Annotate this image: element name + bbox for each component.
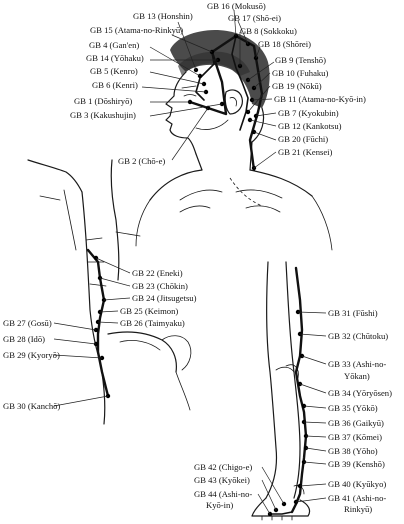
label-gb20: GB 20 (Fūchi) — [278, 134, 328, 144]
label-gb40: GB 40 (Kyūkyo) — [328, 479, 386, 489]
label-gb4: GB 4 (Gan'en) — [89, 40, 139, 50]
label-gb44-line1: GB 44 (Ashi-no- — [194, 489, 252, 499]
label-gb44-line2: Kyō-in) — [206, 500, 233, 510]
label-gb41-line1: GB 41 (Ashi-no- — [328, 493, 386, 503]
label-gb34: GB 34 (Yōryōsen) — [328, 388, 392, 398]
label-gb26: GB 26 (Taimyaku) — [120, 318, 185, 328]
label-gb11: GB 11 (Atama-no-Kyō-in) — [274, 94, 366, 104]
label-gb19: GB 19 (Nōkū) — [272, 81, 322, 91]
label-gb32: GB 32 (Chūtoku) — [328, 331, 388, 341]
label-gb33-line2: Yōkan) — [344, 371, 370, 381]
label-gb22: GB 22 (Eneki) — [132, 268, 183, 278]
label-gb5: GB 5 (Kenro) — [90, 66, 138, 76]
label-gb33-line1: GB 33 (Ashi-no- — [328, 359, 386, 369]
label-gb1: GB 1 (Dōshiryō) — [74, 96, 132, 106]
label-gb43: GB 43 (Kyōkei) — [194, 475, 250, 485]
label-gb30: GB 30 (Kanchō) — [3, 401, 60, 411]
label-gb29: GB 29 (Kyoryō) — [3, 350, 60, 360]
label-gb36: GB 36 (Gaikyū) — [328, 418, 384, 428]
label-gb21: GB 21 (Kensei) — [278, 147, 333, 157]
label-gb27: GB 27 (Gosū) — [3, 318, 52, 328]
label-gb9: GB 9 (Tenshō) — [275, 55, 326, 65]
label-gb13: GB 13 (Honshin) — [133, 11, 193, 21]
label-gb37: GB 37 (Kōmei) — [328, 432, 382, 442]
gallbladder-meridian-lines — [86, 34, 308, 515]
acupoint-labels: GB 13 (Honshin) GB 15 (Atama-no-Rinkyū) … — [3, 1, 392, 514]
leg-illustration — [251, 261, 311, 521]
label-gb16: GB 16 (Mokusō) — [207, 1, 266, 11]
label-gb25: GB 25 (Keimon) — [120, 306, 178, 316]
label-gb6: GB 6 (Kenri) — [92, 80, 138, 90]
label-gb31: GB 31 (Fūshi) — [328, 308, 378, 318]
label-gb2: GB 2 (Chō-e) — [118, 156, 165, 166]
label-gb18: GB 18 (Shōrei) — [258, 39, 311, 49]
label-gb23: GB 23 (Chōkin) — [132, 281, 188, 291]
label-gb8: GB 8 (Sokkoku) — [240, 26, 297, 36]
label-gb15: GB 15 (Atama-no-Rinkyū) — [90, 25, 183, 35]
label-gb24: GB 24 (Jitsugetsu) — [132, 293, 197, 303]
upper-torso-illustration — [135, 169, 333, 251]
label-gb35: GB 35 (Yōkō) — [328, 403, 378, 413]
label-gb41-line2: Rinkyū) — [344, 504, 372, 514]
label-gb10: GB 10 (Fuhaku) — [272, 68, 328, 78]
label-gb12: GB 12 (Kankotsu) — [278, 121, 342, 131]
label-gb7: GB 7 (Kyokubin) — [278, 108, 339, 118]
label-gb39: GB 39 (Kenshō) — [328, 459, 385, 469]
head-illustration — [165, 30, 270, 171]
label-gb17: GB 17 (Shō-ei) — [228, 13, 281, 23]
label-gb38: GB 38 (Yōho) — [328, 446, 378, 456]
label-gb3: GB 3 (Kakushujin) — [70, 110, 136, 120]
label-gb14: GB 14 (Yōhaku) — [86, 53, 144, 63]
label-gb42: GB 42 (Chigo-e) — [194, 462, 252, 472]
side-torso-illustration — [27, 159, 192, 425]
label-leader-lines — [53, 9, 327, 515]
label-gb28: GB 28 (Idō) — [3, 334, 45, 344]
